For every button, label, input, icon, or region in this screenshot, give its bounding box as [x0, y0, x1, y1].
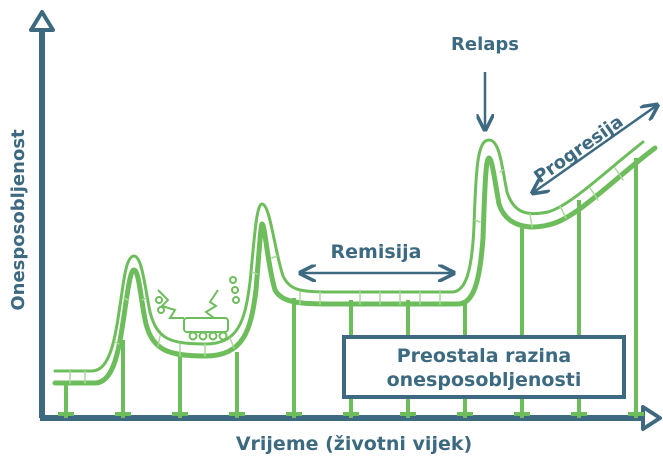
progresija-label: Progresija — [530, 111, 627, 188]
residual-label-line2: onesposobljenosti — [387, 369, 582, 391]
relaps-label: Relaps — [451, 34, 519, 55]
x-axis-label: Vrijeme (životni vijek) — [236, 433, 472, 455]
y-axis-arrowhead — [31, 12, 53, 30]
rider-arms-right — [206, 290, 218, 318]
coaster-car-icon — [156, 277, 239, 340]
x-axis-arrowhead — [643, 407, 660, 429]
residual-label-line1: Preostala razina — [397, 345, 572, 367]
remisija-label: Remisija — [331, 241, 422, 263]
coaster-car-body — [184, 318, 228, 332]
residual-disability-box: Preostala razina onesposobljenosti — [344, 337, 624, 397]
y-axis-label: Onesposobljenost — [8, 129, 29, 311]
